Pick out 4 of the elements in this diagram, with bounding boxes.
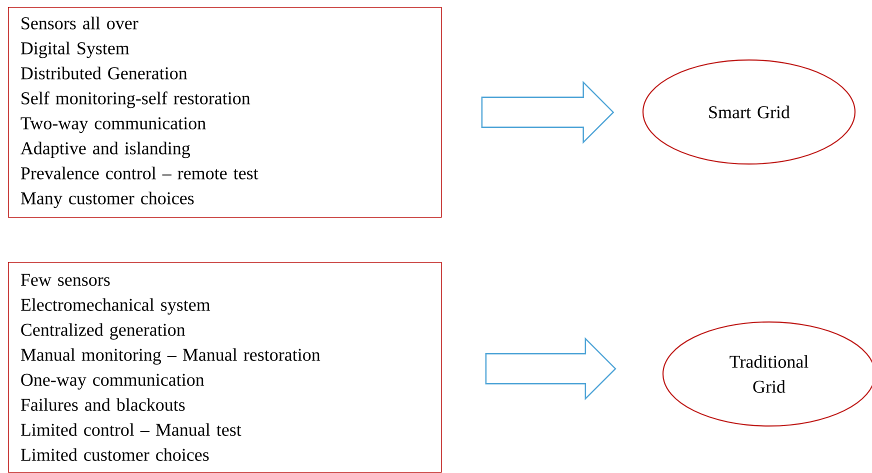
- feature-list-box: Sensors all over Digital System Distributed Generation Self monitoring-self restoration Two-way communication Adaptive and islanding Prevalence control – remote test Many customer choices: [8, 7, 442, 218]
- block-arrow: [485, 337, 616, 400]
- block-arrow: [481, 80, 614, 144]
- feature-list-box: Few sensors Electromechanical system Centralized generation Manual monitoring – Manual restoration One-way communication Failures and blackouts Limited control – Manual test Limited customer choices: [8, 262, 442, 473]
